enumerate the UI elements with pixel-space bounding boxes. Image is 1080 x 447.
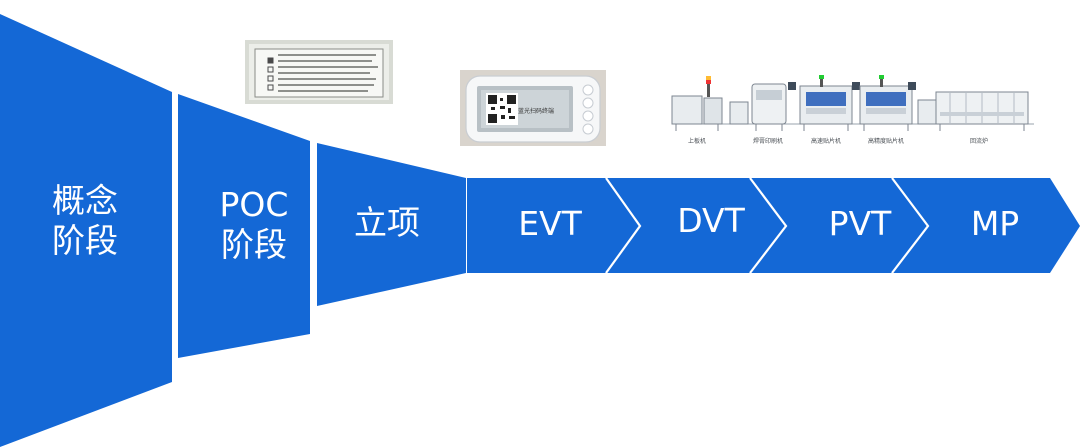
handheld-qr-device-image: 蓝光扫码终端 [460,70,606,146]
stage-label-concept-line1: 概念 [52,181,118,220]
device-side-buttons [582,84,594,135]
stage-arrow-band [467,178,1080,273]
stage-label-mp: MP [970,204,1020,243]
smt-machine-label-3: 高速贴片机 [811,137,841,145]
qr-code-icon [486,93,518,125]
stage-label-poc-line1: POC [219,185,289,224]
stage-label-poc-line2: 阶段 [221,225,287,265]
solder-paste-printer-machine [729,82,796,131]
stage-label-project-approval: 立项 [332,203,442,243]
funnel-stage-project-approval [317,143,466,306]
stage-label-pvt: PVT [828,204,892,243]
qr-device-screen-text: 蓝光扫码终端 [518,107,554,115]
stage-label-evt: EVT [518,204,582,243]
smt-machine-label-2: 焊膏印刷机 [753,137,783,145]
high-precision-placement-machine [859,75,916,131]
stage-label-project-approval-line1: 立项 [354,203,420,242]
stage-label-dvt: DVT [677,201,745,240]
stage-label-poc: POC 阶段 [200,185,308,266]
eink-screen-prototype-image [245,40,393,104]
high-speed-placement-machine [799,75,860,131]
stage-label-concept: 概念 阶段 [40,181,130,262]
funnel-stage-concept [0,14,172,447]
smt-loader-machine [671,76,723,131]
chevron-divider-3 [891,177,930,274]
reflow-oven-machine [917,91,1029,131]
smt-machine-label-1: 上板机 [688,137,706,145]
smt-machine-label-5: 回流炉 [970,137,988,145]
stage-label-concept-line2: 阶段 [52,221,118,261]
funnel-stage-poc [178,94,310,358]
chevron-divider-1 [605,177,642,274]
smt-machine-label-4: 高精度贴片机 [868,137,904,145]
chevron-divider-2 [749,177,788,274]
smt-production-line-image: 上板机 焊膏印刷机 高速贴片机 高精度贴片机 回流炉 [671,75,1034,145]
